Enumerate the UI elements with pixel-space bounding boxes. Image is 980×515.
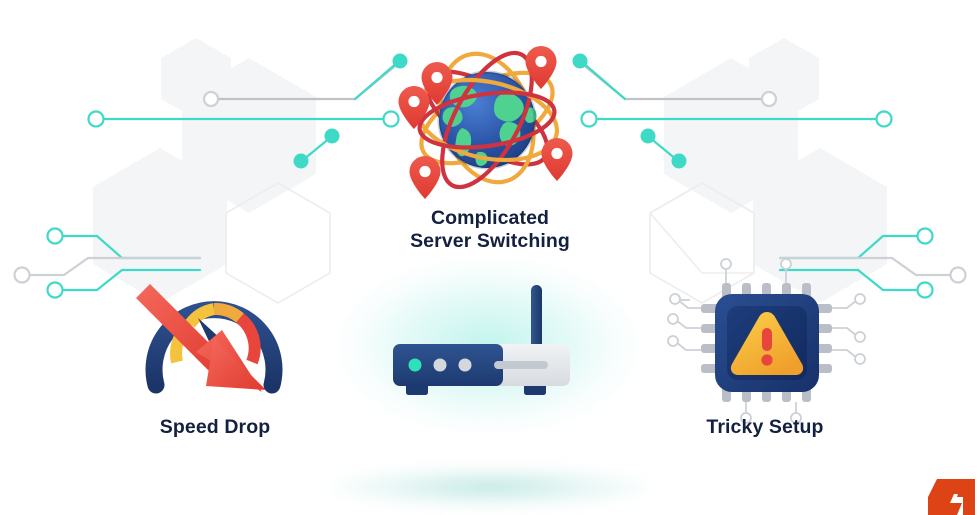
circuit-node-filled: [572, 53, 588, 69]
circuit-node-hollow: [13, 266, 31, 284]
circuit-trace: [778, 268, 925, 292]
chip-trace-node: [667, 335, 679, 347]
circuit-node-filled: [324, 128, 340, 144]
circuit-trace: [353, 60, 400, 101]
circuit-node-hollow: [875, 110, 893, 128]
circuit-trace: [580, 60, 627, 101]
router-vent-slot: [494, 361, 548, 369]
circuit-node-hollow: [382, 110, 400, 128]
hexagon-outline-shape: [225, 182, 331, 304]
circuit-node-hollow: [916, 227, 934, 245]
chip-trace: [675, 319, 701, 329]
router-led-active: [408, 358, 422, 372]
chip-trace-node: [854, 331, 866, 343]
chip-trace-node: [854, 293, 866, 305]
map-pin-icon: [541, 138, 573, 181]
gauge-arc-orange2: [213, 303, 244, 323]
circuit-node-hollow: [46, 281, 64, 299]
wifi-router-icon: [393, 285, 570, 395]
chip-trace-node: [669, 293, 681, 305]
warning-triangle-icon: [730, 312, 804, 375]
map-pin-icon: [398, 86, 430, 129]
circuit-node-filled: [671, 153, 687, 169]
chip-trace-node: [780, 258, 792, 270]
chip-trace-node: [790, 412, 802, 424]
globe-orbit-pins-icon: [398, 46, 573, 199]
chip-trace-node: [720, 258, 732, 270]
chip-trace: [832, 327, 858, 337]
circuit-node-hollow: [760, 90, 778, 108]
chip-trace-node: [667, 313, 679, 325]
circuit-node-filled: [392, 53, 408, 69]
map-pin-group: [398, 46, 573, 199]
cpu-chip-warning-icon: [667, 258, 866, 424]
chip-trace-node: [740, 412, 752, 424]
map-pin-icon: [421, 62, 453, 105]
circuit-node-hollow: [916, 281, 934, 299]
orbit-ring: [417, 90, 557, 150]
router-antenna: [531, 285, 542, 359]
orbit-ring: [440, 50, 534, 190]
hexagon-shape: [93, 148, 227, 303]
brand-g-logo-icon: [928, 479, 975, 515]
label-complicated-server-switching: Complicated Server Switching: [410, 207, 570, 252]
circuit-node-hollow: [87, 110, 105, 128]
warning-exclamation-bar: [762, 328, 772, 351]
router-led: [433, 358, 447, 372]
map-pin-icon: [409, 156, 441, 199]
chip-trace-group: [667, 258, 866, 424]
chip-trace: [677, 299, 701, 309]
gauge-arc-orange: [185, 303, 216, 328]
warning-exclamation-dot: [761, 354, 773, 366]
circuit-node-hollow: [202, 90, 220, 108]
circuit-node-filled: [293, 153, 309, 169]
chip-trace: [832, 349, 858, 359]
hexagon-outline-shape: [649, 182, 755, 304]
map-pin-icon: [525, 46, 557, 89]
down-arrow-icon: [136, 284, 266, 392]
circuit-node-filled: [640, 128, 656, 144]
router-body-blue: [393, 344, 503, 386]
circuit-trace: [778, 256, 958, 277]
speedometer-down-arrow-icon: [136, 284, 283, 394]
chip-trace: [675, 341, 701, 351]
gauge-arc-red: [236, 313, 261, 365]
label-tricky-setup: Tricky Setup: [706, 416, 824, 438]
router-led: [458, 358, 472, 372]
label-speed-drop: Speed Drop: [159, 416, 271, 438]
circuit-trace: [55, 268, 202, 292]
bottom-shadow-glow: [330, 466, 650, 508]
circuit-node-hollow: [46, 227, 64, 245]
chip-trace: [832, 299, 858, 309]
circuit-node-hollow: [949, 266, 967, 284]
circuit-node-hollow: [580, 110, 598, 128]
globe-edge-shade: [437, 70, 537, 170]
chip-trace-node: [854, 353, 866, 365]
circuit-trace: [22, 256, 202, 277]
